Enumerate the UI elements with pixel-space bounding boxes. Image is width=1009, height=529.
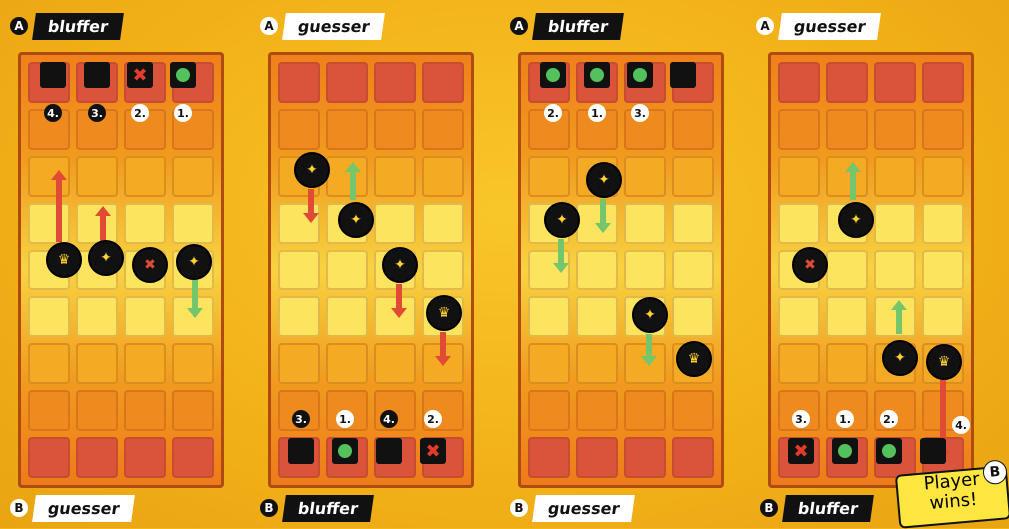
top-letter-3: A [510,17,528,35]
green-arrow-up [896,310,902,334]
panel-4: A guesser ✦ ✖ ✦ ♛ 3. 1. 2. 4. ✖ B [750,0,976,528]
bug-token: ✦ [544,202,580,238]
card-black [40,62,66,88]
top-label-4: A guesser [756,6,879,46]
card-black [376,438,402,464]
bottom-role-2: bluffer [282,495,374,522]
crown-token: ♛ [926,344,962,380]
card-green [540,62,566,88]
bug-token: ✦ [88,240,124,276]
card-green [170,62,196,88]
bug-token: ✦ [338,202,374,238]
top-role-4: guesser [778,13,881,40]
green-arrow-down [600,199,606,223]
card-green [332,438,358,464]
red-arrow-down [440,332,446,356]
number-4: 4. [44,104,62,122]
board-2: ✦ ✦ ✦ ♛ 3. 1. 4. 2. ✖ [268,52,474,488]
top-label-1: A bluffer [10,6,122,46]
bug-token: ✦ [382,247,418,283]
top-role-2: guesser [282,13,385,40]
panel-1: A bluffer ✖ 4. 3. 2. 1. ♛ ✦ ✖ ✦ B g [0,0,226,528]
bug-token: ✦ [632,297,668,333]
number-1: 1. [336,410,354,428]
card-black [288,438,314,464]
number-4: 4. [952,416,970,434]
number-1: 1. [174,104,192,122]
bottom-letter-3: B [510,499,528,517]
number-3: 3. [292,410,310,428]
number-1: 1. [836,410,854,428]
top-role-3: bluffer [532,13,624,40]
bottom-letter-1: B [10,499,28,517]
red-arrow-down [308,189,314,213]
bottom-label-3: B guesser [510,488,633,528]
board-3: 2. 1. 3. ✦ ✦ ✦ ♛ [518,52,724,488]
crown-token: ♛ [676,341,712,377]
red-arrow-down [396,284,402,308]
number-2: 2. [544,104,562,122]
bottom-role-3: guesser [532,495,635,522]
bug-token: ✦ [586,162,622,198]
bug-token: ✦ [882,340,918,376]
bottom-letter-4: B [760,499,778,517]
board-4: ✦ ✖ ✦ ♛ 3. 1. 2. 4. ✖ [768,52,974,488]
bug-token: ✦ [294,152,330,188]
card-x: ✖ [420,438,446,464]
red-arrow-up [56,180,62,242]
bottom-role-4: bluffer [782,495,874,522]
green-arrow-up [350,172,356,200]
top-label-3: A bluffer [510,6,622,46]
card-x: ✖ [127,62,153,88]
number-2: 2. [880,410,898,428]
top-letter-1: A [10,17,28,35]
green-arrow-up [850,172,856,200]
card-black [920,438,946,464]
crown-token: ♛ [426,295,462,331]
card-green [832,438,858,464]
card-x: ✖ [788,438,814,464]
bottom-label-1: B guesser [10,488,133,528]
bug-token: ✦ [176,244,212,280]
winner-badge: Player wins! B [895,465,1009,529]
crown-token: ♛ [46,242,82,278]
number-1: 1. [588,104,606,122]
bottom-label-2: B bluffer [260,488,372,528]
number-2: 2. [131,104,149,122]
card-black [84,62,110,88]
number-3: 3. [792,410,810,428]
x-token: ✖ [792,247,828,283]
card-green [627,62,653,88]
green-arrow-down [646,334,652,356]
number-3: 3. [631,104,649,122]
x-token: ✖ [132,247,168,283]
panel-2: A guesser ✦ ✦ ✦ ♛ 3. 1. 4. 2. ✖ [250,0,476,528]
top-label-2: A guesser [260,6,383,46]
bottom-letter-2: B [260,499,278,517]
bottom-role-1: guesser [32,495,135,522]
card-black [670,62,696,88]
green-arrow-down [558,239,564,263]
board-1: ✖ 4. 3. 2. 1. ♛ ✦ ✖ ✦ [18,52,224,488]
top-role-1: bluffer [32,13,124,40]
number-2: 2. [424,410,442,428]
top-letter-4: A [756,17,774,35]
card-green [584,62,610,88]
card-green [876,438,902,464]
number-4: 4. [380,410,398,428]
green-arrow-down [192,280,198,308]
red-arrow-up [100,216,106,242]
bug-token: ✦ [838,202,874,238]
panel-3: A bluffer 2. 1. 3. ✦ ✦ ✦ ♛ B guesser [500,0,726,528]
bottom-label-4: B bluffer [760,488,872,528]
top-letter-2: A [260,17,278,35]
number-3: 3. [88,104,106,122]
